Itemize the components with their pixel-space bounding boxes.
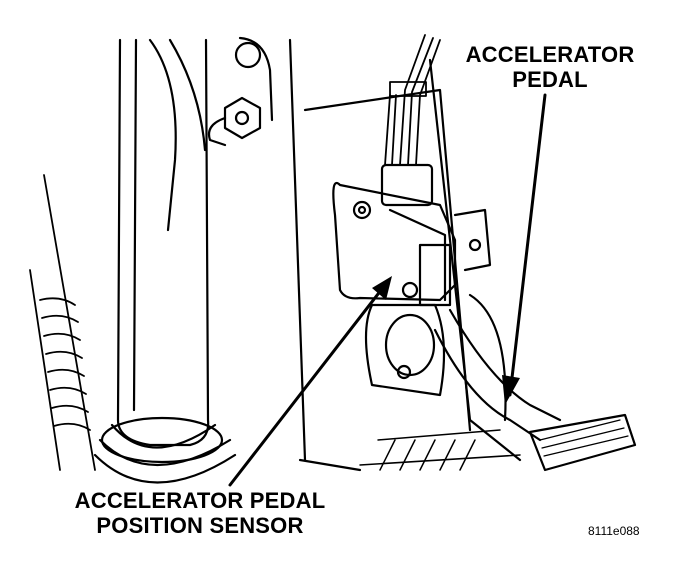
leader-arrows — [228, 93, 547, 487]
pedal-arm — [433, 308, 637, 472]
sensor-leader-line — [228, 283, 387, 487]
accelerator-pedal-label: ACCELERATOR PEDAL — [450, 42, 650, 93]
position-sensor — [332, 163, 492, 307]
position-sensor-label: ACCELERATOR PEDAL POSITION SENSOR — [55, 488, 345, 539]
accelerator-pedal-label-line-2: PEDAL — [512, 67, 588, 93]
wire-harness — [384, 34, 441, 166]
floor-mat — [359, 429, 521, 471]
figure-id: 8111e088 — [588, 524, 640, 538]
position-sensor-label-line-2: POSITION SENSOR — [96, 513, 304, 539]
steering-column — [93, 38, 237, 484]
position-sensor-label-line-1: ACCELERATOR PEDAL — [74, 488, 326, 513]
column-boot — [29, 174, 96, 471]
pedal-pivot — [364, 293, 507, 422]
pedal-leader-line — [508, 93, 547, 397]
sensor-arrowhead — [372, 276, 392, 300]
accelerator-pedal-label-line-1: ACCELERATOR — [465, 42, 635, 67]
pedal-arrowhead — [502, 375, 520, 405]
pedal-support-panel — [288, 38, 522, 472]
mounting-bracket — [148, 36, 274, 232]
